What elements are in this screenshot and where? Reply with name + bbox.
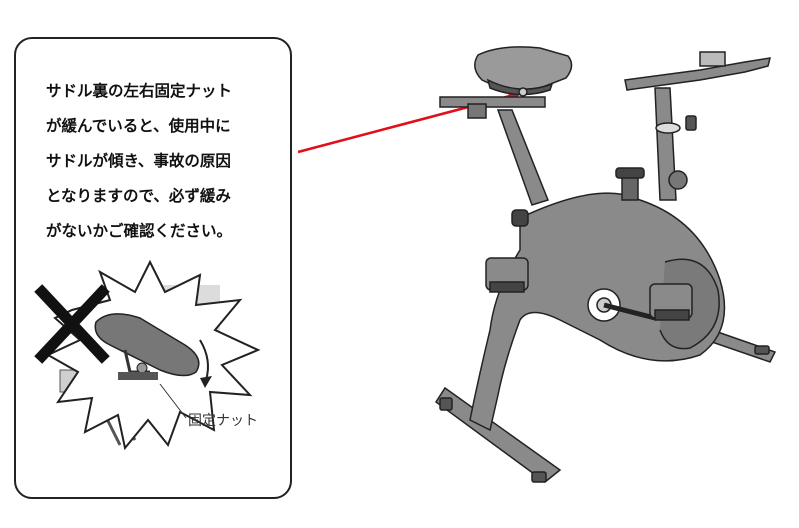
seat-rail-bar — [118, 372, 158, 380]
tilted-saddle — [94, 313, 200, 377]
handlebar-post-collar — [655, 122, 681, 134]
fixing-nut-label: 固定ナット — [188, 413, 258, 429]
handlebar — [624, 57, 772, 91]
resistance-knob — [615, 167, 645, 179]
tilt-arrow — [199, 339, 209, 381]
seat-adjust-block — [467, 103, 487, 119]
seat-post — [496, 109, 549, 206]
warning-line-2: が緩んでいると、使用中に — [46, 117, 231, 135]
tilted-saddle-inset — [34, 259, 261, 451]
tilt-arrow-head — [200, 376, 212, 388]
seat-slider-rail — [439, 96, 546, 108]
console-display — [699, 51, 726, 67]
warning-line-5: がないかご確認ください。 — [46, 222, 233, 240]
resistance-dial — [668, 170, 688, 190]
exercise-bike — [434, 46, 777, 483]
warning-line-3: サドルが傾き、事故の原因 — [46, 152, 231, 170]
saddle — [474, 46, 573, 92]
seat-knob — [511, 209, 529, 227]
front-foot — [754, 345, 770, 355]
saddle-nut — [518, 87, 528, 97]
prohibited-x-icon — [34, 284, 110, 364]
warning-text: サドル裏の左右固定ナット が緩んでいると、使用中に サドルが傾き、事故の原因 と… — [46, 74, 281, 249]
crank-arm — [603, 302, 656, 321]
rear-stabilizer — [434, 386, 562, 483]
nut-leader-line — [159, 383, 187, 419]
handlebar-post — [654, 87, 677, 201]
handlebar-knob — [685, 115, 697, 131]
warning-line-1: サドル裏の左右固定ナット — [46, 82, 233, 100]
rear-foot-left — [439, 397, 453, 411]
fixing-nut — [136, 362, 148, 374]
rear-foot-right — [531, 471, 547, 483]
saddle-base — [486, 78, 554, 96]
warning-line-4: となりますので、必ず緩み — [46, 187, 231, 205]
